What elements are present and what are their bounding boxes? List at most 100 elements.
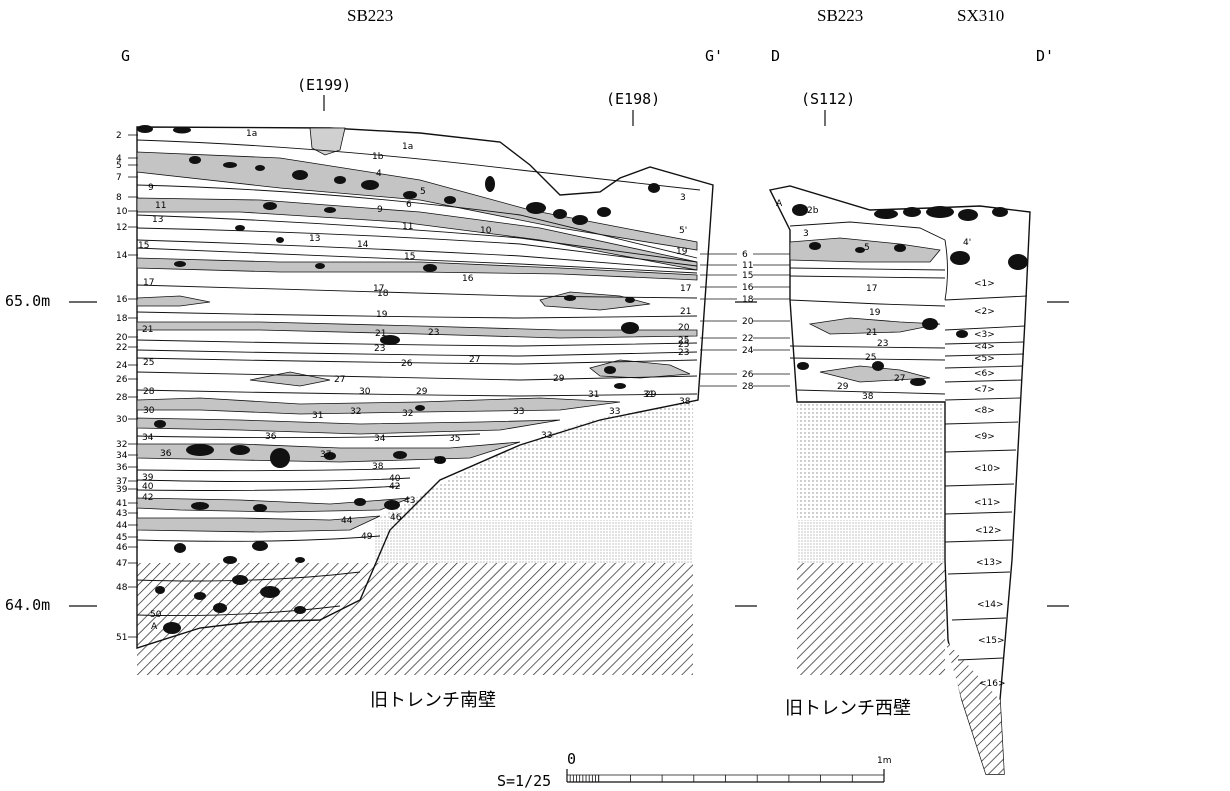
layer-label-51: 51: [116, 633, 127, 643]
elevation-65m: 65.0m: [5, 292, 50, 310]
layer-label-21: 21: [680, 307, 691, 317]
layer-label-42: 42: [389, 482, 400, 492]
layer-label-19: 19: [376, 310, 388, 320]
layer-label-33: 33: [513, 407, 524, 417]
connector-label-26: 26: [742, 370, 754, 380]
west-wall-caption: 旧トレンチ西壁: [785, 698, 911, 719]
connector-label-18: 18: [742, 295, 754, 305]
layer-label-23: 23: [428, 328, 439, 338]
layer-label-11: 11: [402, 222, 413, 232]
layer-label-36: 36: [160, 449, 172, 459]
layer-label-49: 49: [361, 532, 373, 542]
layer-label-A: A: [151, 622, 158, 632]
coord-e199: (E199): [297, 76, 351, 94]
sx-label-13: <14>: [977, 600, 1004, 610]
connector-label-20: 20: [742, 317, 754, 327]
layer-label-39: 39: [142, 473, 154, 483]
layer-label-40: 40: [142, 482, 154, 492]
connector-label-11: 11: [742, 261, 753, 271]
strata-lines: [789, 221, 1028, 661]
sx-label-6: <7>: [974, 385, 995, 395]
gray-layer: [136, 515, 381, 533]
layer-label-15: 15: [138, 241, 149, 251]
connector-label-6: 6: [742, 250, 748, 260]
layer-label-1a: 1a: [402, 142, 413, 152]
sx-label-10: <11>: [974, 498, 1001, 508]
layer-label-7: 7: [116, 173, 122, 183]
layer-label-32: 32: [116, 440, 127, 450]
elevation-64m: 64.0m: [5, 596, 50, 614]
gray-layer: [136, 321, 698, 339]
layer-label-30: 30: [359, 387, 371, 397]
layer-label-18: 18: [116, 314, 128, 324]
strata-lines: [136, 139, 701, 617]
lens: [309, 127, 346, 156]
header-sx310: SX310: [957, 6, 1004, 25]
layer-label-4: 4: [116, 154, 122, 164]
layer-label-17: 17: [143, 278, 154, 288]
subsoil-stipple: [797, 402, 945, 520]
scale-ticks: [566, 775, 885, 782]
layer-label-13: 13: [309, 234, 320, 244]
layer-label-50: 50: [150, 610, 162, 620]
layer-label-22: 22: [116, 343, 127, 353]
layer-label-39: 39: [116, 485, 128, 495]
west-wall-section: [768, 185, 1031, 775]
layer-label-31: 31: [643, 390, 654, 400]
layer-label-9: 9: [377, 205, 383, 215]
sx-label-15: <16>: [979, 679, 1006, 689]
layer-label-3: 3: [680, 193, 686, 203]
layer-label-38: 38: [862, 392, 874, 402]
connector-label-28: 28: [742, 382, 754, 392]
layer-label-34: 34: [142, 433, 154, 443]
connector-label-24: 24: [742, 346, 754, 356]
layer-label-12: 12: [116, 223, 127, 233]
layer-label-1a: 1a: [246, 129, 257, 139]
scale-zero: 0: [567, 750, 576, 768]
connector-label-16: 16: [742, 283, 754, 293]
sx-label-7: <8>: [974, 406, 995, 416]
layer-label-26: 26: [116, 375, 128, 385]
layer-label-4': 4': [963, 238, 971, 248]
layer-label-36: 36: [265, 432, 277, 442]
layer-label-48: 48: [116, 583, 128, 593]
layer-label-16: 16: [462, 274, 474, 284]
layer-label-18: 18: [377, 289, 389, 299]
sx310-labels: <1><2><3><4><5><6><7><8><9><10><11><12><…: [974, 279, 1006, 689]
layer-label-33: 33: [609, 407, 620, 417]
layer-label-10: 10: [116, 207, 128, 217]
gray-layer: [249, 371, 331, 387]
sx-label-1: <2>: [974, 307, 995, 317]
scale-bar: 0 S=1/25 1m: [497, 750, 892, 790]
layer-label-19: 19: [869, 308, 881, 318]
layer-label-43: 43: [404, 496, 415, 506]
header-sb223-left: SB223: [347, 6, 393, 25]
layer-label-31: 31: [312, 411, 323, 421]
layer-label-37: 37: [320, 450, 331, 460]
sx-label-8: <9>: [974, 432, 995, 442]
scale-label: S=1/25: [497, 772, 551, 790]
stones: [137, 125, 660, 634]
connector-label-22: 22: [742, 334, 753, 344]
gray-layer: [136, 295, 211, 307]
layer-label-19: 19: [676, 247, 688, 257]
layer-label-26: 26: [401, 359, 413, 369]
bedrock-hatch: [137, 563, 693, 675]
gray-layer: [136, 151, 698, 251]
layer-label-38: 38: [434, 456, 446, 466]
section-letter-d: D: [771, 47, 780, 65]
coord-s112: (S112): [801, 90, 855, 108]
layer-label-34: 34: [116, 451, 128, 461]
gray-layer: [136, 417, 561, 435]
layer-label-44: 44: [341, 516, 353, 526]
layer-label-38: 38: [372, 462, 384, 472]
subsoil-stipple: [375, 520, 693, 563]
layer-label-41: 41: [116, 499, 127, 509]
layer-label-23: 23: [678, 348, 689, 358]
scale-end: 1m: [877, 756, 892, 766]
layer-label-35: 35: [449, 434, 460, 444]
sx-label-12: <13>: [976, 558, 1003, 568]
sx-label-3: <4>: [974, 342, 995, 352]
layer-label-2b: 2b: [807, 206, 819, 216]
layer-label-46: 46: [116, 543, 128, 553]
